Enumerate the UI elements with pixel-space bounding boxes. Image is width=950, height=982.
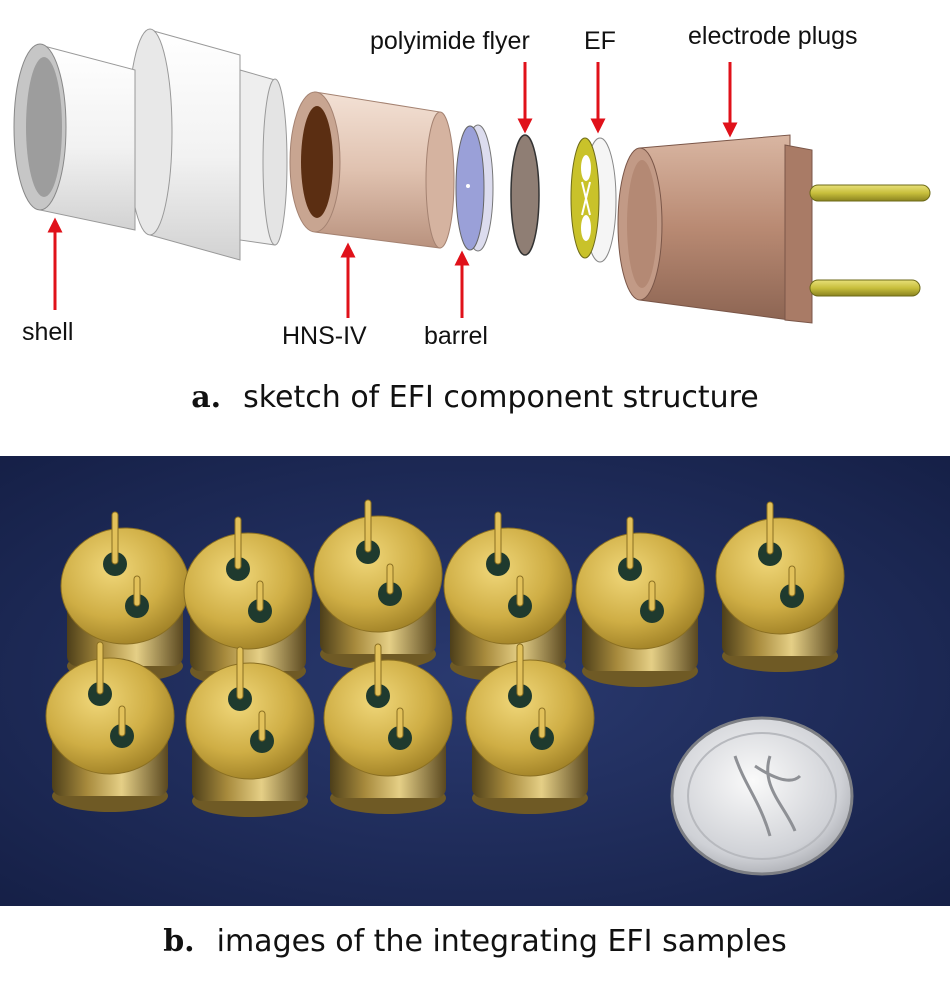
electrode-plug-body xyxy=(617,134,813,324)
coin xyxy=(670,716,854,876)
ef-label: EF xyxy=(584,27,616,55)
label-arrows xyxy=(47,62,738,318)
shell-part xyxy=(13,28,288,261)
electrode-plugs-label: electrode plugs xyxy=(688,22,858,50)
efi-sample xyxy=(715,501,845,672)
caption-a-letter: a. xyxy=(191,380,222,415)
sample-grid xyxy=(45,499,845,817)
shell-label: shell xyxy=(22,318,74,346)
efi-sample xyxy=(60,511,190,682)
caption-a-text: sketch of EFI component structure xyxy=(243,380,759,415)
electrode-pins xyxy=(809,184,931,297)
caption-a: a. sketch of EFI component structure xyxy=(0,380,950,415)
ef-chip xyxy=(570,137,617,263)
hns-iv-pellet xyxy=(289,91,455,249)
polyimide-flyer-label: polyimide flyer xyxy=(370,27,530,55)
samples-photo xyxy=(0,456,950,906)
caption-b-letter: b. xyxy=(163,924,195,959)
hns-iv-label: HNS-IV xyxy=(282,322,367,350)
efi-sample xyxy=(575,516,705,687)
barrel-label: barrel xyxy=(424,322,488,350)
efi-sample xyxy=(323,643,453,814)
barrel-disc xyxy=(455,124,494,252)
caption-b-text: images of the integrating EFI samples xyxy=(216,924,787,959)
efi-sample xyxy=(45,641,175,812)
caption-b: b. images of the integrating EFI samples xyxy=(0,924,950,959)
component-sketch xyxy=(13,28,931,324)
polyimide-flyer-disc xyxy=(510,134,540,256)
efi-sample xyxy=(185,646,315,817)
efi-sample xyxy=(465,643,595,814)
